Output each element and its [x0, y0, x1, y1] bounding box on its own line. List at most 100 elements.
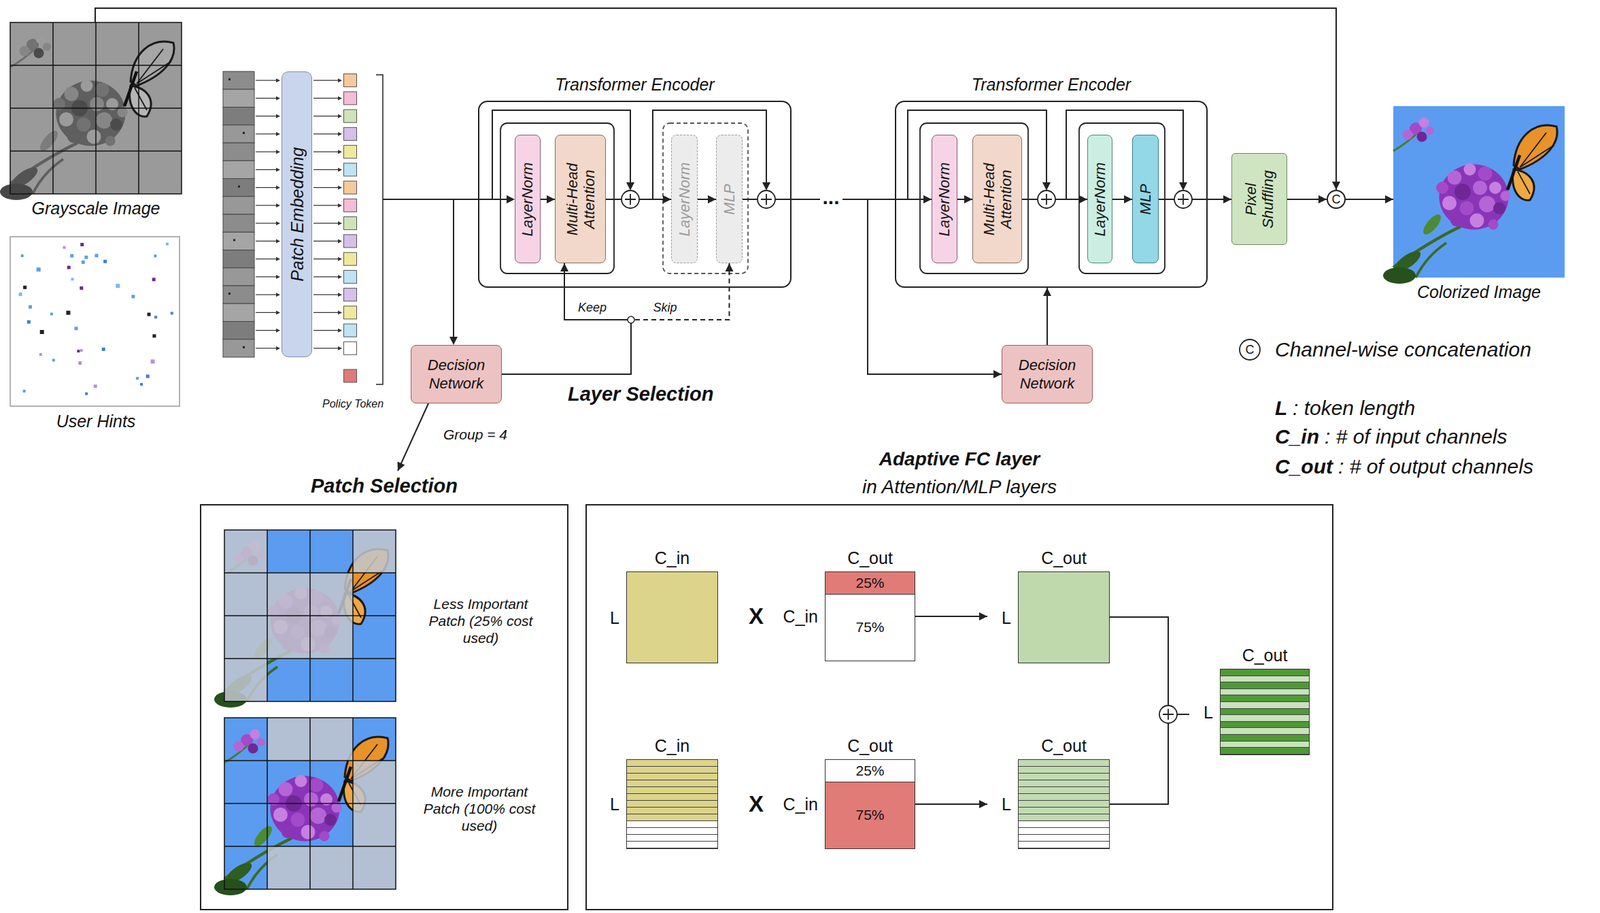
hint-dot	[19, 292, 23, 296]
arrow-head	[337, 292, 343, 297]
free-label: Layer Selection	[567, 382, 714, 406]
matrix-row	[1018, 800, 1110, 808]
hint-dot	[65, 310, 71, 315]
connector	[915, 799, 988, 808]
edge-label: Group = 4	[441, 425, 510, 443]
percent: 75%	[825, 618, 915, 636]
node-v: MLP	[716, 134, 743, 264]
connector	[1345, 195, 1394, 204]
hint-dot	[67, 265, 71, 270]
box-label: Decision Network	[1006, 355, 1088, 393]
patch-speck	[228, 78, 231, 81]
arrow-head	[762, 182, 771, 191]
percent: 25%	[825, 762, 915, 779]
switch-point	[627, 316, 635, 323]
sublayer-frame	[500, 123, 615, 274]
token	[344, 216, 357, 230]
connector-line	[397, 403, 429, 471]
node-ps: Patch Selection	[199, 470, 569, 910]
patch-arrow	[255, 204, 277, 206]
block-label: Pixel Shuffling	[1242, 157, 1278, 241]
patch-speck	[228, 292, 231, 295]
add-symbol	[621, 190, 640, 209]
patch-arrow	[255, 312, 277, 313]
matrix-row	[1220, 708, 1309, 716]
patch-arrow	[255, 223, 277, 224]
add-symbol	[1037, 190, 1056, 209]
patch-arrow	[255, 347, 277, 349]
arrow-head	[1385, 195, 1394, 204]
patch-cell	[223, 303, 255, 321]
matrix-row	[1220, 741, 1309, 748]
patch-arrow	[255, 186, 277, 188]
patch-arrow	[255, 258, 277, 260]
token-arrow	[313, 312, 339, 313]
connector	[501, 263, 632, 374]
token-arrow	[313, 276, 339, 277]
connector	[957, 195, 973, 204]
connector	[1109, 616, 1190, 714]
matrix-dim: C_in	[783, 793, 819, 814]
arrow-head	[276, 274, 281, 279]
arrow-head	[276, 95, 281, 100]
hint-dot	[93, 384, 98, 388]
node-fc: Adaptive FC layerin Attention/MLP layers…	[585, 445, 1334, 910]
patch-arrow	[255, 276, 277, 277]
patch-arrow	[255, 329, 277, 331]
hint-dot	[71, 277, 75, 281]
free-label: ...	[820, 184, 843, 210]
node-m: C_outC_in25%75%	[773, 731, 916, 849]
weight-band: 75%	[825, 781, 915, 849]
token-arrow	[313, 204, 339, 206]
add-symbol	[1159, 705, 1178, 723]
connector-line	[915, 803, 988, 805]
block-label: Multi-Head Attention	[563, 138, 598, 260]
matrix-row	[1220, 675, 1309, 683]
free-label: Policy Token	[322, 397, 384, 411]
hint-dot	[95, 253, 99, 258]
matrix-dim: C_in	[626, 734, 719, 757]
matrix-row	[626, 800, 718, 808]
arrow-head	[337, 203, 343, 208]
connector	[1109, 713, 1190, 804]
hint-dot	[28, 305, 32, 309]
hint-dot	[170, 311, 174, 315]
trunk-line	[382, 198, 507, 200]
patch-cell	[223, 89, 255, 107]
token-arrow	[313, 258, 339, 260]
node-o: C	[1326, 189, 1346, 209]
token-bracket	[376, 74, 383, 385]
node-h: Decision Network	[1001, 344, 1093, 404]
node-m: C_outL	[1189, 641, 1310, 755]
arrow-head	[337, 95, 343, 100]
free-label: C_in	[1274, 424, 1320, 449]
hints-frame	[10, 236, 180, 406]
hint-dot	[115, 283, 120, 288]
patch-speck	[237, 185, 241, 188]
hint-dot	[63, 246, 66, 249]
matrix-row	[1220, 721, 1309, 729]
connector	[697, 195, 717, 204]
hint-dot	[84, 392, 88, 396]
colorized-picture	[1383, 106, 1565, 284]
arrow-head	[964, 195, 973, 204]
token	[344, 109, 357, 123]
arrow-head	[337, 238, 343, 243]
patch-cell	[223, 160, 255, 179]
matrix-dim: C_out	[1017, 546, 1110, 569]
arrow-head	[337, 310, 343, 315]
matrix-row	[626, 779, 718, 787]
arrow-head	[923, 195, 932, 204]
arrow-head	[337, 328, 343, 333]
arrow-head	[1043, 287, 1052, 296]
arrow-head	[276, 346, 281, 351]
matrix-row	[1018, 820, 1110, 828]
node-enc: Transformer EncoderLayerNormMulti-Head A…	[478, 71, 792, 288]
connector	[1112, 195, 1133, 204]
encoder-title: Transformer Encoder	[894, 74, 1208, 95]
arrow-head	[1042, 182, 1051, 191]
arrow-head	[276, 149, 281, 154]
arrow-head	[337, 257, 343, 262]
matrix-row	[626, 827, 718, 835]
patch-cell	[223, 214, 255, 232]
